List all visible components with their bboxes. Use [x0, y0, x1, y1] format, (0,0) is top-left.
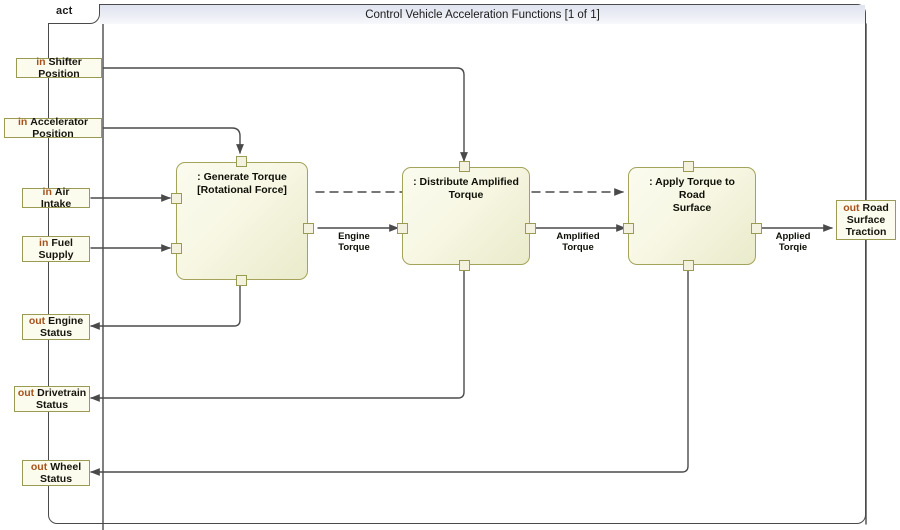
pin-distribute-top[interactable] — [459, 161, 470, 172]
pin-generate-in-air[interactable] — [171, 193, 182, 204]
param-direction-in: in — [39, 236, 49, 249]
pin-generate-out-torque[interactable] — [303, 223, 314, 234]
diagram-title-bar: Control Vehicle Acceleration Functions [… — [100, 5, 865, 24]
param-direction-out: out — [843, 201, 860, 214]
param-direction-in: in — [36, 55, 46, 68]
param-direction-in: in — [42, 185, 52, 198]
pin-generate-top[interactable] — [236, 156, 247, 167]
param-label-wheel-status: Wheel Status — [39, 460, 82, 485]
action-distribute-torque-label: : Distribute Amplified Torque — [413, 176, 519, 202]
param-label-shifter-position: Shifter Position — [38, 55, 82, 80]
param-direction-out: out — [28, 314, 46, 327]
param-label-accelerator-position: Accelerator Position — [30, 115, 89, 140]
diagram-frame — [48, 4, 866, 524]
edge-label-engine-torque: Engine Torque — [338, 231, 370, 254]
action-apply-torque[interactable]: : Apply Torque to Road Surface — [628, 167, 756, 265]
edge-label-applied-torque: Applied Torqie — [775, 231, 811, 254]
diagram-kind-tag: act — [56, 5, 73, 17]
param-label-fuel-supply: Fuel Supply — [38, 236, 74, 261]
pin-generate-in-fuel[interactable] — [171, 243, 182, 254]
pin-apply-in[interactable] — [623, 223, 634, 234]
pin-distribute-in[interactable] — [397, 223, 408, 234]
pin-apply-bottom[interactable] — [683, 260, 694, 271]
param-direction-out: out — [17, 386, 35, 399]
param-label-road-surface-traction: Road Surface Traction — [845, 201, 889, 239]
action-generate-torque-label: : Generate Torque [Rotational Force] — [197, 171, 287, 197]
action-generate-torque[interactable]: : Generate Torque [Rotational Force] — [176, 162, 308, 280]
param-label-air-intake: Air Intake — [40, 185, 72, 210]
edge-label-amplified-torque: Amplified Torque — [556, 231, 600, 254]
action-distribute-torque[interactable]: : Distribute Amplified Torque — [402, 167, 530, 265]
pin-generate-bottom[interactable] — [236, 275, 247, 286]
param-label-drivetrain-status: Drivetrain Status — [35, 386, 87, 411]
param-direction-out: out — [30, 460, 48, 473]
param-direction-in: in — [17, 115, 28, 128]
action-apply-torque-label: : Apply Torque to Road Surface — [649, 176, 735, 215]
page-title: Control Vehicle Acceleration Functions [… — [365, 8, 600, 21]
pin-distribute-out[interactable] — [525, 223, 536, 234]
pin-distribute-bottom[interactable] — [459, 260, 470, 271]
diagram-frame-tab — [48, 4, 100, 24]
param-label-engine-status: Engine Status — [39, 314, 84, 339]
pin-apply-top[interactable] — [683, 161, 694, 172]
